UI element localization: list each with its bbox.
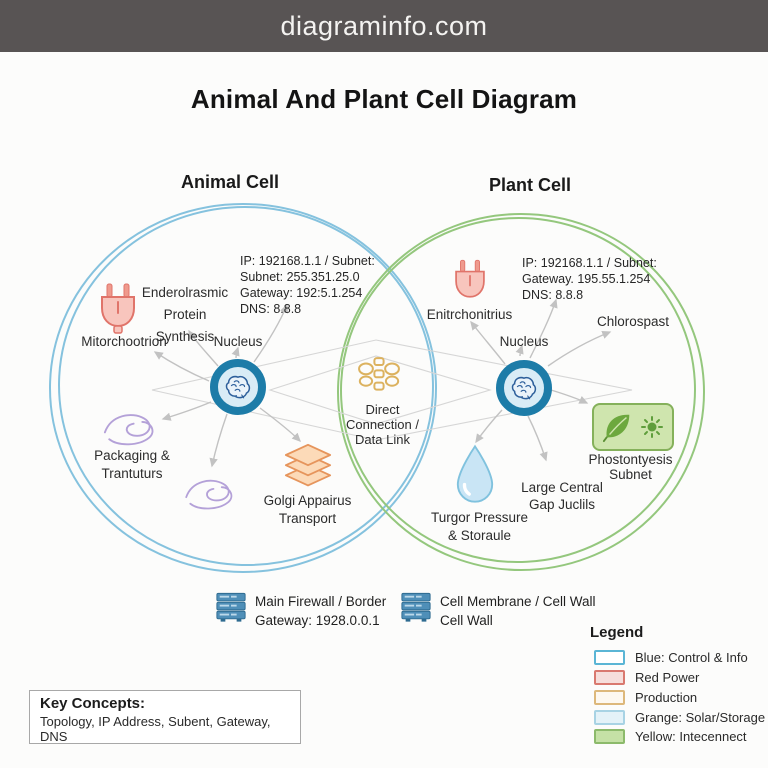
legend-item: Yellow: Intecennect	[594, 729, 747, 744]
legend-item-label: Yellow: Intecennect	[635, 729, 747, 744]
plant-nucleus-icon	[496, 360, 552, 416]
animal-cell-title: Animal Cell	[180, 172, 280, 192]
plant-plug-icon	[450, 258, 490, 311]
sun-icon	[641, 416, 663, 438]
membrane-legend-row: Cell Membrane / Cell Wall Cell Wall	[400, 592, 596, 630]
animal-nucleus-icon	[210, 359, 266, 415]
golgi-label: Golgi Appairus Transport	[263, 493, 352, 526]
network-diamond-links	[151, 339, 633, 441]
packaging-label: Packaging & Trantuturs	[94, 448, 170, 481]
key-concepts-title: Key Concepts:	[40, 695, 146, 712]
mitochondrion-label: Mitorchootrion	[81, 334, 167, 349]
legend-item: Red Power	[594, 670, 699, 685]
legend-title: Legend	[590, 624, 644, 641]
gap-junction-label: Large Central Gap Juclils	[521, 480, 603, 512]
plant-mitochondrion-label: Enitrchonitrius	[426, 307, 513, 322]
key-concepts-box: Key Concepts: Topology, IP Address, Sube…	[29, 690, 301, 744]
mitochondrion-plug-icon	[95, 282, 141, 341]
legend-item: Blue: Control & Info	[594, 650, 748, 665]
site-name: diagraminfo.com	[280, 10, 488, 41]
membrane-router-icon	[401, 592, 431, 622]
leaf-icon	[602, 414, 630, 443]
legend-swatch	[594, 710, 625, 725]
key-concepts-text: Topology, IP Address, Subent, Gateway, D…	[40, 714, 271, 744]
legend-swatch	[594, 650, 625, 665]
er-label: Enderolrasmic Protein Synthesis	[141, 285, 229, 344]
golgi-stack-icon	[282, 443, 334, 496]
legend-swatch	[594, 670, 625, 685]
turgor-droplet-icon	[454, 444, 496, 511]
plant-nucleus-label: Nucleus	[499, 334, 549, 349]
plant-ip-config: IP: 192168.1.1 / Subnet: Gateway. 195.55…	[522, 256, 657, 302]
brain-icon	[225, 375, 251, 398]
legend-swatch	[594, 690, 625, 705]
legend-item-label: Blue: Control & Info	[635, 650, 748, 665]
plant-cell-wall-circle	[337, 213, 705, 571]
animal-cell-membrane-circle	[49, 203, 437, 573]
legend-item-label: Grange: Solar/Storage	[635, 710, 766, 725]
brain-icon	[511, 376, 537, 399]
site-banner: diagraminfo.com	[0, 0, 768, 52]
animal-ip-config: IP: 192168.1.1 / Subnet: Subnet: 255.351…	[240, 254, 375, 316]
membrane-legend-label: Cell Membrane / Cell Wall Cell Wall	[440, 594, 596, 628]
photosynthesis-label: Phostontyesis Subnet	[588, 452, 673, 482]
legend-item-label: Production	[635, 690, 698, 705]
packaging-squiggle-icon	[100, 408, 162, 453]
firewall-legend-label: Main Firewall / Border Gateway: 1928.0.0…	[255, 594, 387, 628]
legend-item-label: Red Power	[635, 670, 700, 685]
page-title: Animal And Plant Cell Diagram	[190, 84, 578, 114]
direct-connection-label: Direct Connection / Data Link	[346, 402, 419, 447]
plant-cell-title: Plant Cell	[488, 175, 572, 195]
connection-knot-icon	[356, 350, 402, 405]
organelle-arrows	[153, 298, 612, 468]
turgor-label: Turgor Pressure & Storaule	[430, 510, 529, 543]
transport-squiggle-icon	[181, 474, 241, 517]
firewall-legend-row: Main Firewall / Border Gateway: 1928.0.0…	[215, 592, 386, 630]
chloroplast-label: Chlorospast	[596, 314, 670, 329]
legend-item: Production	[594, 690, 697, 705]
photosynthesis-panel	[592, 403, 674, 451]
legend-swatch	[594, 729, 625, 744]
firewall-router-icon	[216, 592, 246, 622]
animal-nucleus-label: Nucleus	[213, 334, 263, 349]
legend-item: Grange: Solar/Storage	[594, 710, 765, 725]
